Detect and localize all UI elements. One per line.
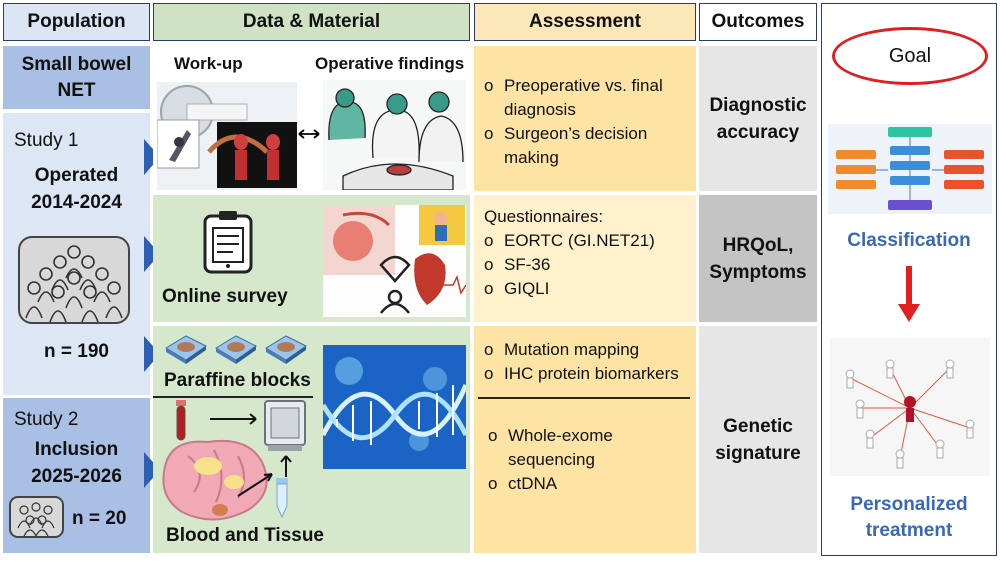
operative-findings-label: Operative findings bbox=[315, 54, 465, 73]
crowd-icon-small bbox=[9, 496, 64, 538]
survey-image bbox=[323, 205, 466, 317]
header-population: Population bbox=[3, 3, 150, 41]
study2-inclusion: Inclusion 2025-2026 bbox=[3, 436, 150, 490]
list-item-text: SF-36 bbox=[504, 255, 551, 274]
study2-n: n = 20 bbox=[72, 508, 127, 529]
bullet-marker: o bbox=[484, 255, 494, 274]
list-item-text: ctDNA bbox=[508, 474, 558, 493]
blood-tissue-label: Blood and Tissue bbox=[166, 525, 325, 546]
double-arrow-icon bbox=[298, 127, 320, 139]
assessment-row3 bbox=[474, 326, 696, 553]
list-item: o Whole-exome sequencing bbox=[488, 424, 688, 472]
list-item: o Preoperative vs. final diagnosis bbox=[484, 74, 688, 122]
study2-label: Study 2 bbox=[14, 409, 79, 430]
small-bowel-net-box: Small bowel NET bbox=[3, 46, 150, 109]
list-item: o IHC protein biomarkers bbox=[484, 362, 688, 386]
outcome-hrqol: HRQoL, Symptoms bbox=[699, 195, 817, 322]
bullet-marker: o bbox=[484, 279, 494, 298]
study2-inclusion-text: Inclusion bbox=[34, 439, 119, 460]
list-item-text: Preoperative vs. final diagnosis bbox=[504, 76, 663, 119]
study1-n: n = 190 bbox=[44, 341, 109, 362]
arrow-up-icon bbox=[280, 454, 292, 478]
workup-image bbox=[157, 82, 297, 190]
study2-years: 2025-2026 bbox=[31, 466, 122, 487]
outcome-genetic: Genetic signature bbox=[699, 326, 817, 553]
list-item: o EORTC (GI.NET21) bbox=[484, 229, 688, 253]
study1-label: Study 1 bbox=[14, 130, 79, 151]
personalized-network-image bbox=[830, 338, 990, 476]
list-item-text: Surgeon’s decision making bbox=[504, 124, 648, 167]
bullet-marker: o bbox=[488, 474, 498, 493]
freezer-icon bbox=[264, 400, 306, 452]
outcome-diagnostic: Diagnostic accuracy bbox=[699, 46, 817, 191]
clipboard-icon bbox=[201, 208, 255, 274]
paraffine-block-icon bbox=[264, 334, 308, 366]
classification-label: Classification bbox=[847, 230, 971, 251]
list-item: o Mutation mapping bbox=[484, 338, 688, 362]
operative-findings-image bbox=[323, 80, 466, 190]
bullet-marker: o bbox=[484, 124, 494, 143]
list-item: o Surgeon’s decision making bbox=[484, 122, 688, 170]
dna-image bbox=[323, 345, 466, 469]
list-item: o SF-36 bbox=[484, 253, 688, 277]
arrow-right-icon bbox=[210, 412, 260, 425]
header-data-material: Data & Material bbox=[153, 3, 470, 41]
goal-ellipse: Goal bbox=[832, 27, 988, 85]
paraffine-block-icon bbox=[214, 334, 258, 366]
bullet-marker: o bbox=[484, 76, 494, 95]
study1-operated-text: Operated bbox=[34, 165, 119, 186]
bullet-marker: o bbox=[484, 231, 494, 250]
list-item: o GIQLI bbox=[484, 277, 688, 301]
study1-operated: Operated 2014-2024 bbox=[3, 162, 150, 216]
outcome-hrqol-text: HRQoL, Symptoms bbox=[709, 234, 807, 283]
personalized-treatment-label: Personalized treatment bbox=[850, 494, 968, 541]
arrow-right-icon bbox=[236, 470, 276, 500]
online-survey-label: Online survey bbox=[162, 286, 288, 307]
paraffine-blocks-label: Paraffine blocks bbox=[164, 370, 311, 391]
arrow-down-icon bbox=[898, 266, 920, 322]
header-outcomes: Outcomes bbox=[699, 3, 817, 41]
paraffine-block-icon bbox=[164, 334, 208, 366]
list-item-text: Mutation mapping bbox=[504, 340, 640, 359]
list-item-text: Whole-exome sequencing bbox=[508, 426, 613, 469]
crowd-icon-large bbox=[18, 236, 130, 324]
workup-label: Work-up bbox=[174, 54, 243, 73]
bullet-marker: o bbox=[484, 364, 494, 383]
small-bowel-net-label: Small bowel NET bbox=[21, 53, 132, 101]
assessment-divider bbox=[478, 397, 690, 399]
questionnaires-title: Questionnaires: bbox=[484, 207, 604, 226]
header-assessment: Assessment bbox=[474, 3, 696, 41]
goal-text: Goal bbox=[888, 44, 932, 67]
list-item-text: EORTC (GI.NET21) bbox=[504, 231, 655, 250]
study1-years: 2014-2024 bbox=[31, 192, 122, 213]
sample-tube-icon bbox=[274, 478, 290, 519]
outcome-genetic-text: Genetic signature bbox=[715, 415, 801, 464]
tissue-organ-image bbox=[158, 432, 278, 524]
row-divider bbox=[153, 396, 313, 398]
list-item-text: IHC protein biomarkers bbox=[504, 364, 679, 383]
list-item-text: GIQLI bbox=[504, 279, 550, 298]
bullet-marker: o bbox=[488, 426, 498, 445]
classification-diagram-icon bbox=[828, 124, 992, 214]
bullet-marker: o bbox=[484, 340, 494, 359]
outcome-diagnostic-text: Diagnostic accuracy bbox=[709, 94, 807, 143]
blood-tube-icon bbox=[174, 400, 188, 442]
